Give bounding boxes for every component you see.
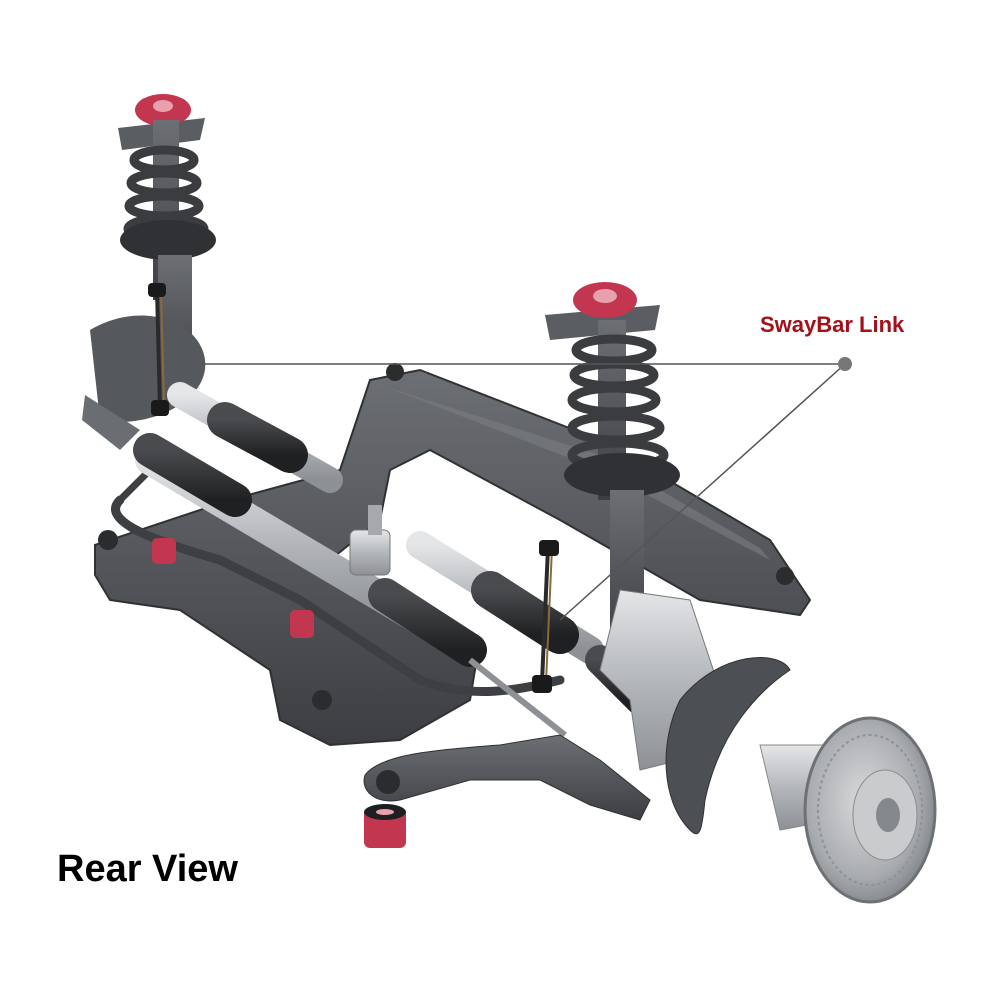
callout-dot: [838, 357, 852, 371]
swaybar-link-left: [148, 283, 169, 416]
brake-disc: [803, 716, 937, 904]
sway-bar-bushing-right: [290, 610, 314, 638]
swaybar-link-label: SwayBar Link: [760, 312, 905, 337]
swaybar-link-right: [532, 540, 559, 693]
sway-bar: [111, 466, 565, 696]
brake-dust-shield: [665, 657, 791, 835]
right-strut-assembly: [545, 282, 680, 650]
view-label: Rear View: [57, 848, 238, 890]
callout-lines: [205, 357, 852, 621]
lower-control-arm: [363, 734, 651, 821]
steering-rack: [133, 433, 567, 738]
left-strut-assembly: [82, 94, 216, 450]
control-arm-bushing: [364, 804, 406, 848]
sway-bar-bushing-left: [152, 538, 176, 564]
